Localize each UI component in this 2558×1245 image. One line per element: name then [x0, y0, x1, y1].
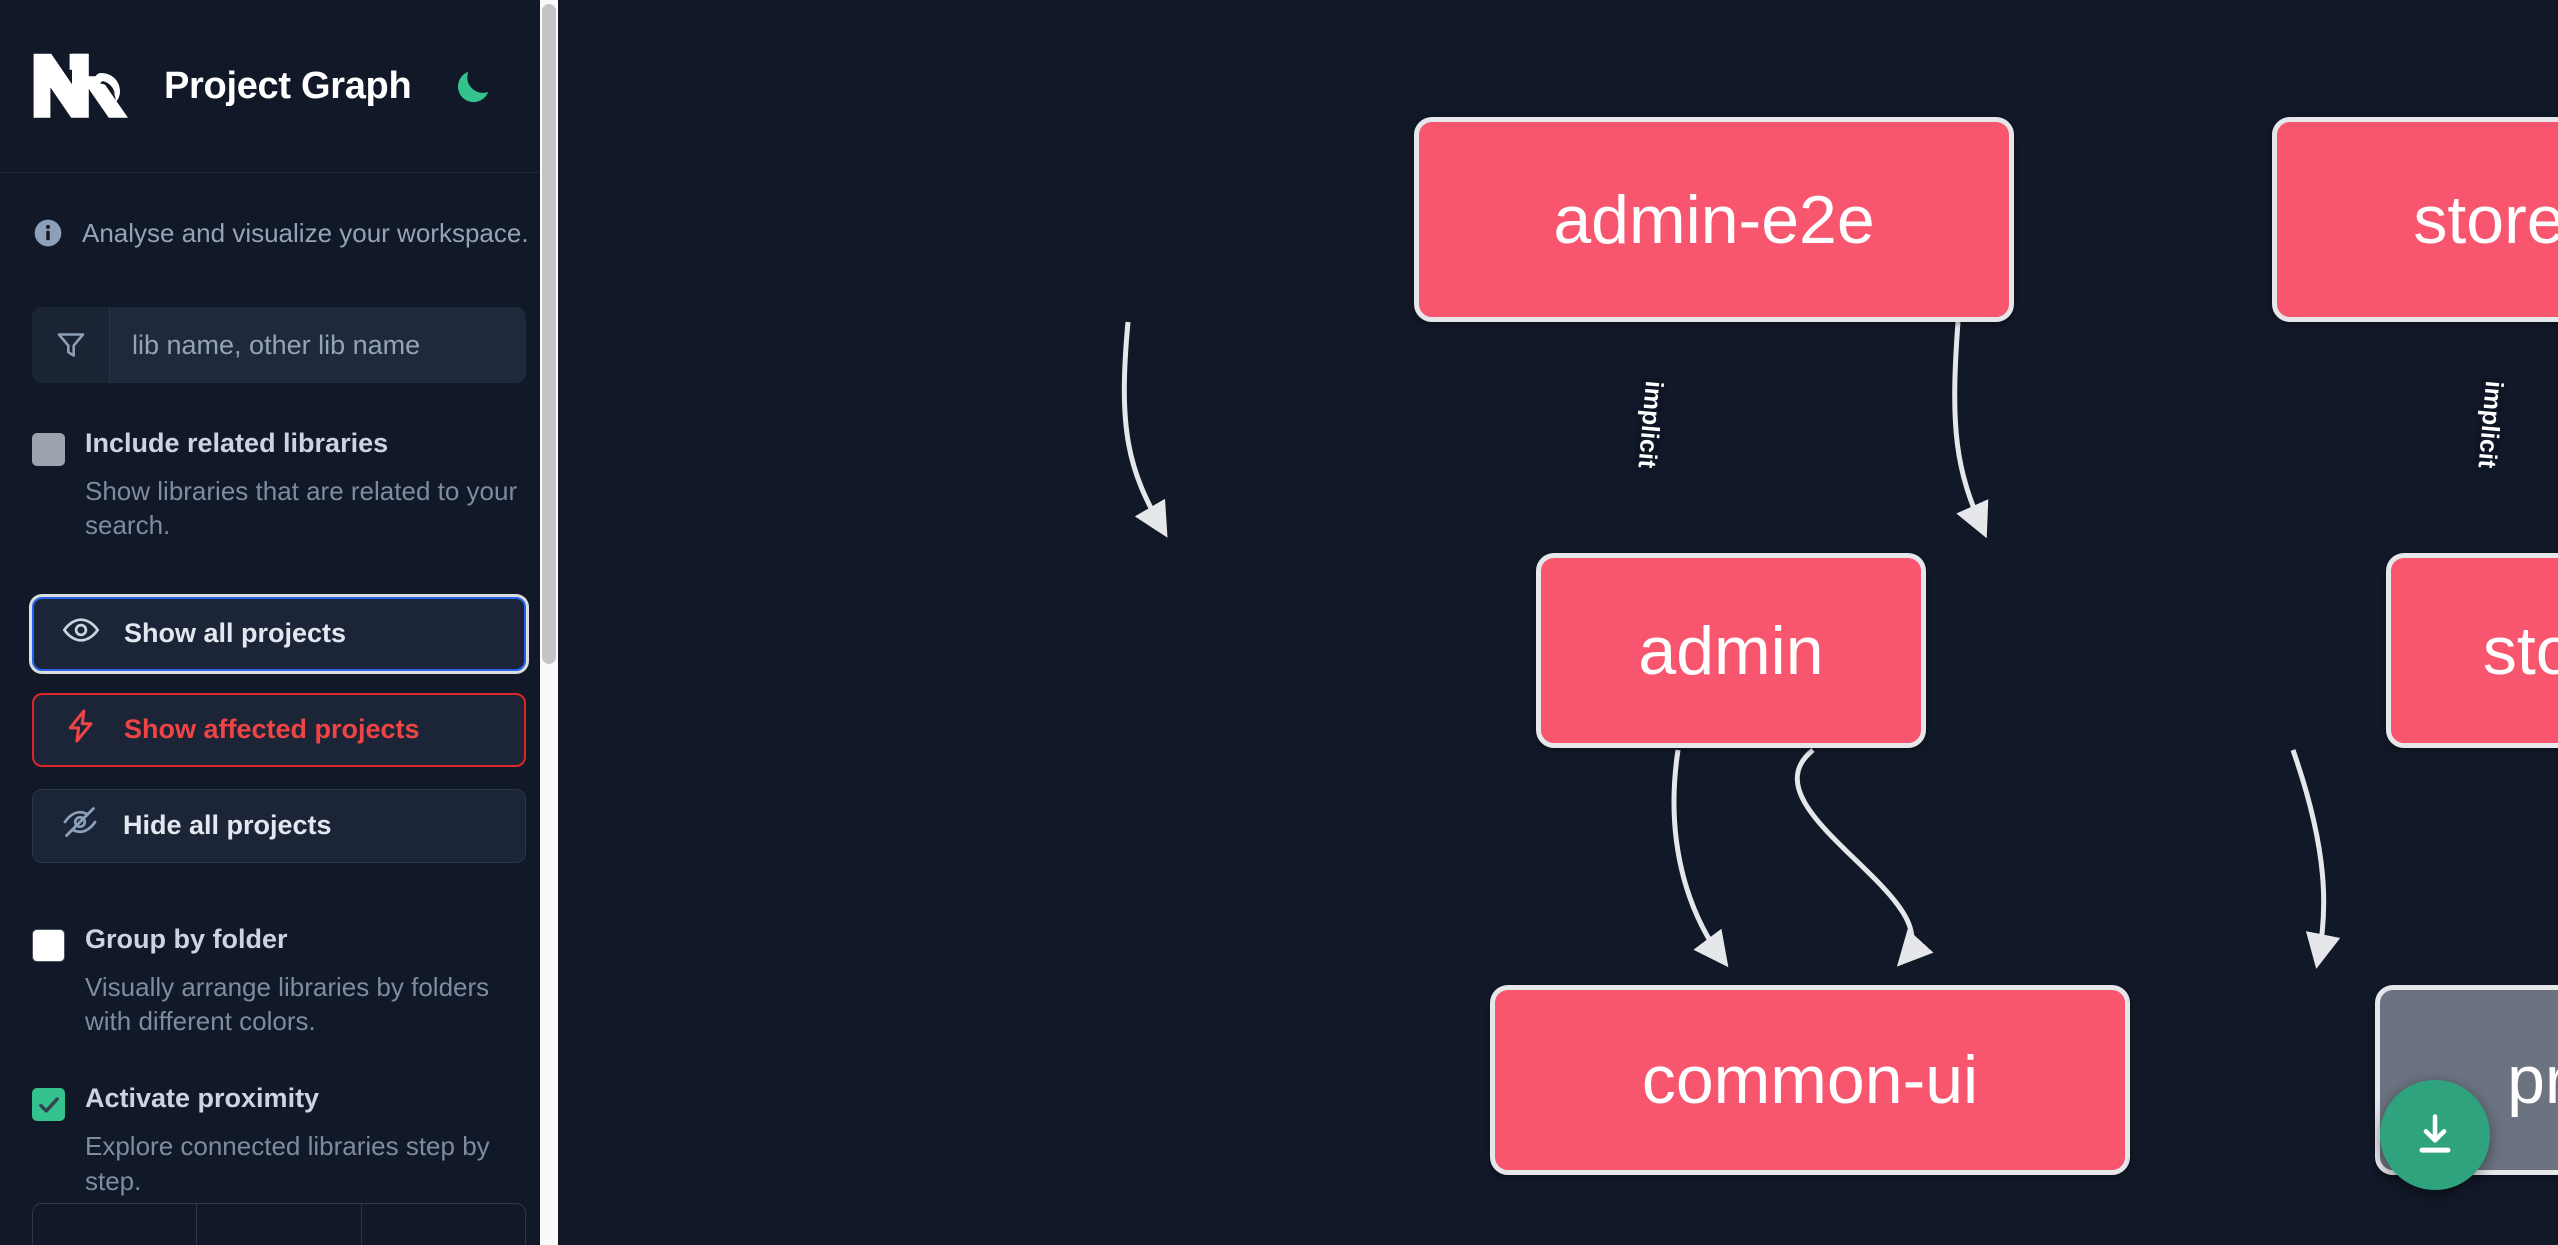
graph-node-label: admin-e2e: [1553, 181, 1875, 258]
sidebar-header: Project Graph: [0, 0, 558, 173]
moon-icon[interactable]: [451, 64, 495, 108]
graph-node-common-ui[interactable]: common-ui: [1490, 985, 2130, 1175]
bottom-group-segment-3[interactable]: [362, 1204, 525, 1245]
group-by-folder-description: Visually arrange libraries by folders wi…: [85, 971, 490, 1036]
graph-edge-label-implicit-store: implicit: [2472, 379, 2509, 470]
hide-all-projects-button[interactable]: Hide all projects: [32, 788, 526, 863]
graph-node-label: admin: [1638, 612, 1824, 689]
workspace-tagline: Analyse and visualize your workspace.: [0, 217, 558, 249]
graph-node-admin-e2e[interactable]: admin-e2e: [1414, 117, 2014, 322]
bottom-button-group[interactable]: [32, 1203, 526, 1245]
show-all-projects-label: Show all projects: [124, 618, 347, 649]
filter-icon: [32, 307, 110, 383]
eye-off-icon: [61, 803, 99, 848]
graph-node-admin[interactable]: admin: [1536, 553, 1926, 748]
bolt-icon: [62, 707, 100, 752]
graph-canvas[interactable]: admin-e2e store-e2e admin store common-u…: [558, 0, 2558, 1245]
display-options: Group by folder Visually arrange librari…: [32, 923, 526, 1198]
graph-edge-label-implicit-admin: implicit: [1632, 379, 1669, 470]
option-include-related-libraries: Include related libraries Show libraries…: [32, 429, 526, 543]
search-input[interactable]: [110, 307, 526, 383]
show-all-projects-button[interactable]: Show all projects: [32, 596, 526, 671]
bottom-group-segment-2[interactable]: [197, 1204, 362, 1245]
show-affected-projects-label: Show affected projects: [124, 714, 420, 745]
activate-proximity-label: Activate proximity: [85, 1083, 320, 1114]
activate-proximity-checkbox[interactable]: [32, 1088, 65, 1122]
graph-node-label: products: [2507, 1042, 2558, 1118]
activate-proximity-description: Explore connected libraries step by step…: [85, 1131, 490, 1196]
include-related-libraries-description: Show libraries that are related to your …: [85, 476, 518, 541]
sidebar: Project Graph Analyse and visualize your…: [0, 0, 558, 1245]
download-graph-button[interactable]: [2380, 1080, 2490, 1190]
info-icon: [32, 217, 64, 249]
graph-node-label: common-ui: [1641, 1042, 1979, 1118]
project-action-buttons: Show all projects Show affected projects: [32, 596, 526, 863]
graph-node-store-e2e[interactable]: store-e2e: [2272, 117, 2558, 322]
filter-row: [32, 307, 526, 383]
show-affected-projects-button[interactable]: Show affected projects: [32, 692, 526, 767]
nx-logo: [32, 49, 128, 123]
tagline-text: Analyse and visualize your workspace.: [82, 217, 529, 248]
sidebar-scrollbar[interactable]: [540, 0, 558, 1245]
graph-node-store[interactable]: store: [2386, 553, 2558, 748]
graph-node-label: store: [2482, 612, 2558, 689]
group-by-folder-label: Group by folder: [85, 923, 288, 954]
option-activate-proximity: Activate proximity: [32, 1083, 526, 1122]
bottom-group-segment-1[interactable]: [33, 1204, 198, 1245]
group-by-folder-checkbox[interactable]: [32, 928, 65, 962]
eye-icon: [62, 611, 100, 656]
graph-node-label: store-e2e: [2413, 181, 2558, 258]
include-related-libraries-label: Include related libraries: [85, 428, 389, 458]
include-related-libraries-checkbox[interactable]: [32, 433, 65, 466]
option-group-by-folder: Group by folder: [32, 923, 526, 962]
hide-all-projects-label: Hide all projects: [123, 810, 332, 841]
sidebar-scrollbar-thumb[interactable]: [542, 4, 556, 664]
page-title: Project Graph: [164, 64, 412, 107]
